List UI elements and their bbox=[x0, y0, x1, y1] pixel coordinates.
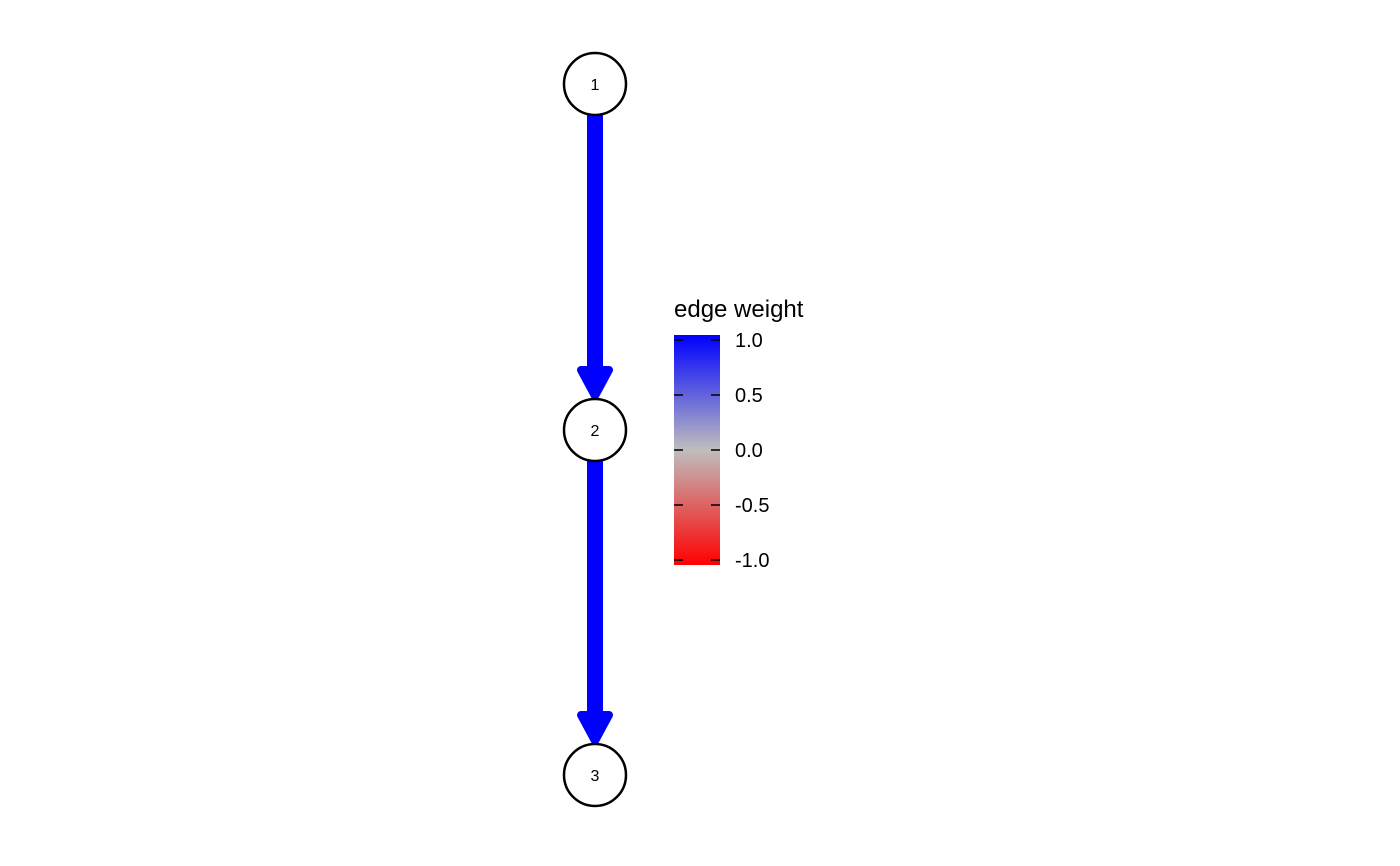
legend-tick-label: 0.5 bbox=[735, 385, 763, 407]
edge-2-3 bbox=[577, 461, 613, 745]
edge-weight-legend: edge weight 1.0 0.5 0.0 -0.5 -1.0 bbox=[674, 296, 804, 572]
legend-tick: 0.5 bbox=[674, 385, 763, 407]
legend-tick-label: -1.0 bbox=[735, 550, 769, 572]
edge-arrowhead bbox=[577, 366, 613, 400]
legend-tick: -1.0 bbox=[674, 550, 769, 572]
node-circle bbox=[562, 51, 628, 117]
legend-tick: 0.0 bbox=[674, 440, 763, 462]
node-label: 1 bbox=[591, 77, 600, 94]
legend-title: edge weight bbox=[674, 296, 804, 323]
node-2: 2 bbox=[562, 397, 628, 463]
legend-tick: -0.5 bbox=[674, 495, 769, 517]
edges bbox=[577, 115, 613, 745]
legend-tick: 1.0 bbox=[674, 330, 763, 352]
edge-arrowhead bbox=[577, 711, 613, 745]
node-1: 1 bbox=[562, 51, 628, 117]
legend-tick-label: -0.5 bbox=[735, 495, 769, 517]
nodes: 1 2 3 bbox=[562, 51, 628, 808]
legend-ticks: 1.0 0.5 0.0 -0.5 -1.0 bbox=[674, 330, 769, 572]
node-circle bbox=[562, 397, 628, 463]
edge-1-2 bbox=[577, 115, 613, 400]
node-3: 3 bbox=[562, 742, 628, 808]
node-label: 3 bbox=[591, 768, 600, 785]
legend-tick-label: 1.0 bbox=[735, 330, 763, 352]
legend-tick-label: 0.0 bbox=[735, 440, 763, 462]
node-label: 2 bbox=[591, 423, 600, 440]
node-circle bbox=[562, 742, 628, 808]
